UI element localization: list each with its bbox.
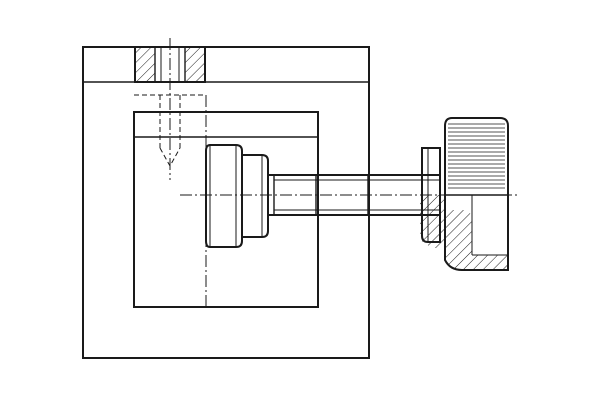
knurled-knob: [420, 117, 509, 271]
knurl-pattern: [448, 123, 505, 189]
top-bushing-section: [134, 38, 206, 180]
hidden-bore: [134, 94, 206, 168]
inner-block: [133, 95, 319, 308]
outer-frame: [82, 46, 370, 359]
threaded-spindle: [268, 174, 440, 216]
clamp-pad: [205, 144, 269, 248]
